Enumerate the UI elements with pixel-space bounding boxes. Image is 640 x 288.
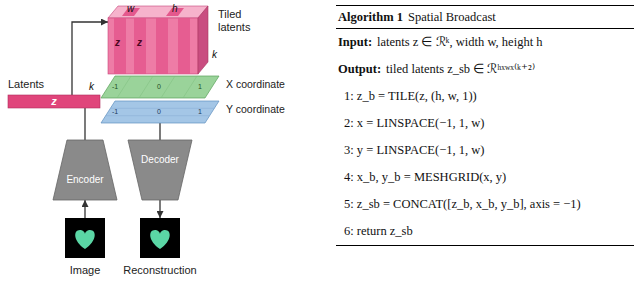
- flow-arrow: [72, 22, 108, 95]
- algorithm-line: Algorithm 1 Spatial Broadcast: [336, 6, 634, 29]
- algorithm-line: Output: tiled latents z_sb ∈ ℛʰˣʷˣ⁽ᵏ⁺²⁾: [336, 56, 634, 83]
- image-caption: Image: [35, 264, 135, 276]
- coordinate-value: -1: [112, 83, 118, 90]
- latent-symbol: z: [8, 95, 100, 108]
- dimension-label: k: [89, 82, 94, 92]
- algorithm-line: 5: z_sb = CONCAT([z_b, x_b, y_b], axis =…: [336, 191, 634, 218]
- axis-label: X coordinate: [226, 78, 288, 90]
- algorithm-title: Algorithm 1: [338, 10, 403, 24]
- algorithm-title: Spatial Broadcast: [408, 10, 496, 24]
- input-image: Image: [65, 218, 105, 258]
- latent-symbol: z: [137, 38, 142, 48]
- algorithm-step: 4: x_b, y_b = MESHGRID(x, y): [344, 170, 506, 184]
- flow-arrow: [159, 123, 160, 140]
- decoder-block: Decoder: [128, 140, 192, 200]
- algorithm-line: 3: y = LINSPACE(−1, 1, w): [336, 137, 634, 164]
- decoder-block-outline: [128, 140, 192, 200]
- coordinate-value: 0: [157, 83, 161, 90]
- reconstruction-image: Reconstruction: [140, 218, 180, 258]
- coordinate-value: 0: [157, 108, 161, 115]
- algorithm-io: tiled latents z_sb ∈ ℛʰˣʷˣ⁽ᵏ⁺²⁾: [386, 62, 535, 76]
- algorithm-line: 1: z_b = TILE(z, (h, w, 1)): [336, 83, 634, 110]
- algorithm-io: latents z ∈ ℛᵏ, width w, height h: [377, 35, 542, 49]
- algorithm-line: 4: x_b, y_b = MESHGRID(x, y): [336, 164, 634, 191]
- encoder-block-outline: [53, 140, 117, 200]
- algorithm-step: 5: z_sb = CONCAT([z_b, x_b, y_b], axis =…: [344, 197, 581, 211]
- latent-vector: Latentsz: [8, 95, 100, 108]
- algorithm-io: Input:: [338, 35, 372, 49]
- algorithm-line: 6: return z_sb: [336, 218, 634, 245]
- vector-label: Latents: [8, 79, 44, 90]
- algorithm-step: 2: x = LINSPACE(−1, 1, w): [344, 116, 484, 130]
- flow-arrow: [159, 200, 160, 218]
- algorithm-step: 1: z_b = TILE(z, (h, w, 1)): [344, 89, 477, 103]
- block-label: Encoder: [53, 140, 117, 186]
- encoder-block: Encoder: [53, 140, 117, 200]
- input-image-outline: [65, 218, 105, 258]
- algorithm-step: 6: return z_sb: [344, 224, 413, 238]
- dimension-label: k: [212, 50, 217, 60]
- image-caption: Reconstruction: [100, 264, 220, 276]
- tiled-latents-block: Tiled latents: [108, 6, 208, 74]
- dimension-label: h: [172, 4, 178, 14]
- coordinate-value: -1: [112, 108, 118, 115]
- algorithm-step: 3: y = LINSPACE(−1, 1, w): [344, 143, 484, 157]
- reconstruction-image-outline: [140, 218, 180, 258]
- component-label: Tiled latents: [218, 8, 274, 34]
- algorithm-box: Algorithm 1 Spatial BroadcastInput: latent…: [336, 5, 634, 246]
- latent-symbol: z: [115, 38, 120, 48]
- coordinate-value: 1: [198, 108, 202, 115]
- axis-label: Y coordinate: [226, 103, 288, 115]
- algorithm-line: Input: latents z ∈ ℛᵏ, width w, height h: [336, 29, 634, 56]
- coordinate-value: 1: [198, 83, 202, 90]
- algorithm-io: Output:: [338, 62, 381, 76]
- dimension-label: w: [127, 4, 134, 14]
- tiled-latents-block-outline: [108, 6, 208, 74]
- flow-arrow: [84, 108, 85, 140]
- block-label: Decoder: [128, 140, 192, 166]
- algorithm-line: 2: x = LINSPACE(−1, 1, w): [336, 110, 634, 137]
- flow-arrow: [84, 200, 85, 218]
